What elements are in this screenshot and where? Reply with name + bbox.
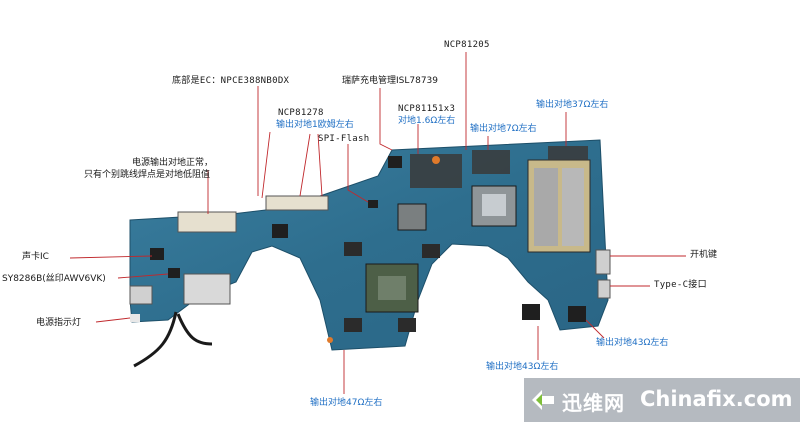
vram-chip-4 — [422, 244, 440, 258]
label-power-output-1: 电源输出对地正常， — [132, 158, 214, 168]
vram-chip-1 — [344, 318, 362, 332]
usb-port — [129, 285, 153, 305]
leader-ncp81278 — [261, 131, 323, 199]
label-spi-flash: SPI-Flash — [318, 134, 370, 144]
label-power-led: 电源指示灯 — [36, 318, 82, 328]
charger-chip — [388, 156, 402, 168]
ram-slot-inner-2 — [562, 168, 584, 246]
vram-chip-2 — [398, 318, 416, 332]
spi-flash-chip — [368, 200, 378, 208]
top-connector — [265, 195, 329, 211]
cpu-chip — [471, 185, 517, 227]
ribbon-connector — [177, 211, 237, 233]
watermark: 迅维网 Chinafix.com — [524, 378, 800, 422]
label-ncp81151: NCP81151x3 — [398, 104, 456, 114]
label-output-37ohm: 输出对地37Ω左右 — [536, 100, 609, 110]
label-audio-ic: 声卡IC — [22, 252, 49, 262]
audio-chip — [150, 248, 164, 260]
mosfet-group-2 — [472, 150, 510, 174]
leader-audio — [69, 255, 153, 259]
bottom-chip-2 — [568, 306, 586, 322]
label-ncp81278-output: 输出对地1欧姆左右 — [276, 120, 354, 130]
watermark-en-text: Chinafix.com — [640, 387, 793, 411]
label-typec-port: Type-C接口 — [654, 280, 707, 290]
chinafix-logo-icon — [532, 390, 554, 410]
label-ec: 底部是EC：NPCE388NB0DX — [172, 76, 290, 86]
leader-charger — [379, 88, 393, 151]
watermark-cn-text: 迅维网 — [562, 391, 625, 415]
label-power-key: 开机键 — [690, 250, 718, 260]
leader-lines — [69, 52, 686, 394]
label-power-output-2: 只有个别跳线焊点是对地低阻值 — [84, 170, 211, 180]
label-output-43ohm-a: 输出对地43Ω左右 — [486, 362, 559, 372]
mosfet-group-3 — [548, 146, 588, 160]
label-sy8286: SY8286B(丝印AWV6VK) — [2, 274, 106, 284]
label-ncp81278: NCP81278 — [278, 108, 324, 118]
typec-port — [597, 279, 611, 299]
leader-out43b — [585, 319, 605, 339]
power-key-connector — [595, 249, 611, 275]
label-output-47ohm: 输出对地47Ω左右 — [310, 398, 383, 408]
ec-chip — [272, 224, 288, 238]
orange-capacitor — [432, 156, 440, 164]
orange-marker — [327, 337, 333, 343]
sy8286-chip — [168, 268, 180, 278]
label-ncp81151-output: 对地1.6Ω左右 — [398, 116, 456, 126]
gpu-die — [378, 276, 406, 300]
leader-sy8286 — [117, 273, 169, 279]
cpu-die — [482, 194, 506, 216]
bottom-chip-1 — [522, 304, 540, 320]
pch-chip — [397, 203, 427, 231]
leader-led — [95, 317, 131, 323]
label-ncp81205: NCP81205 — [444, 40, 490, 50]
leader-spi — [347, 144, 369, 203]
label-output-43ohm-b: 输出对地43Ω左右 — [596, 338, 669, 348]
cable — [133, 311, 213, 368]
led-component — [130, 314, 140, 322]
label-output-7ohm: 输出对地7Ω左右 — [470, 124, 537, 134]
label-charger: 瑞萨充电管理ISL78739 — [342, 76, 439, 86]
ram-slot-inner — [534, 168, 558, 246]
wifi-card — [183, 273, 231, 305]
vram-chip-3 — [344, 242, 362, 256]
